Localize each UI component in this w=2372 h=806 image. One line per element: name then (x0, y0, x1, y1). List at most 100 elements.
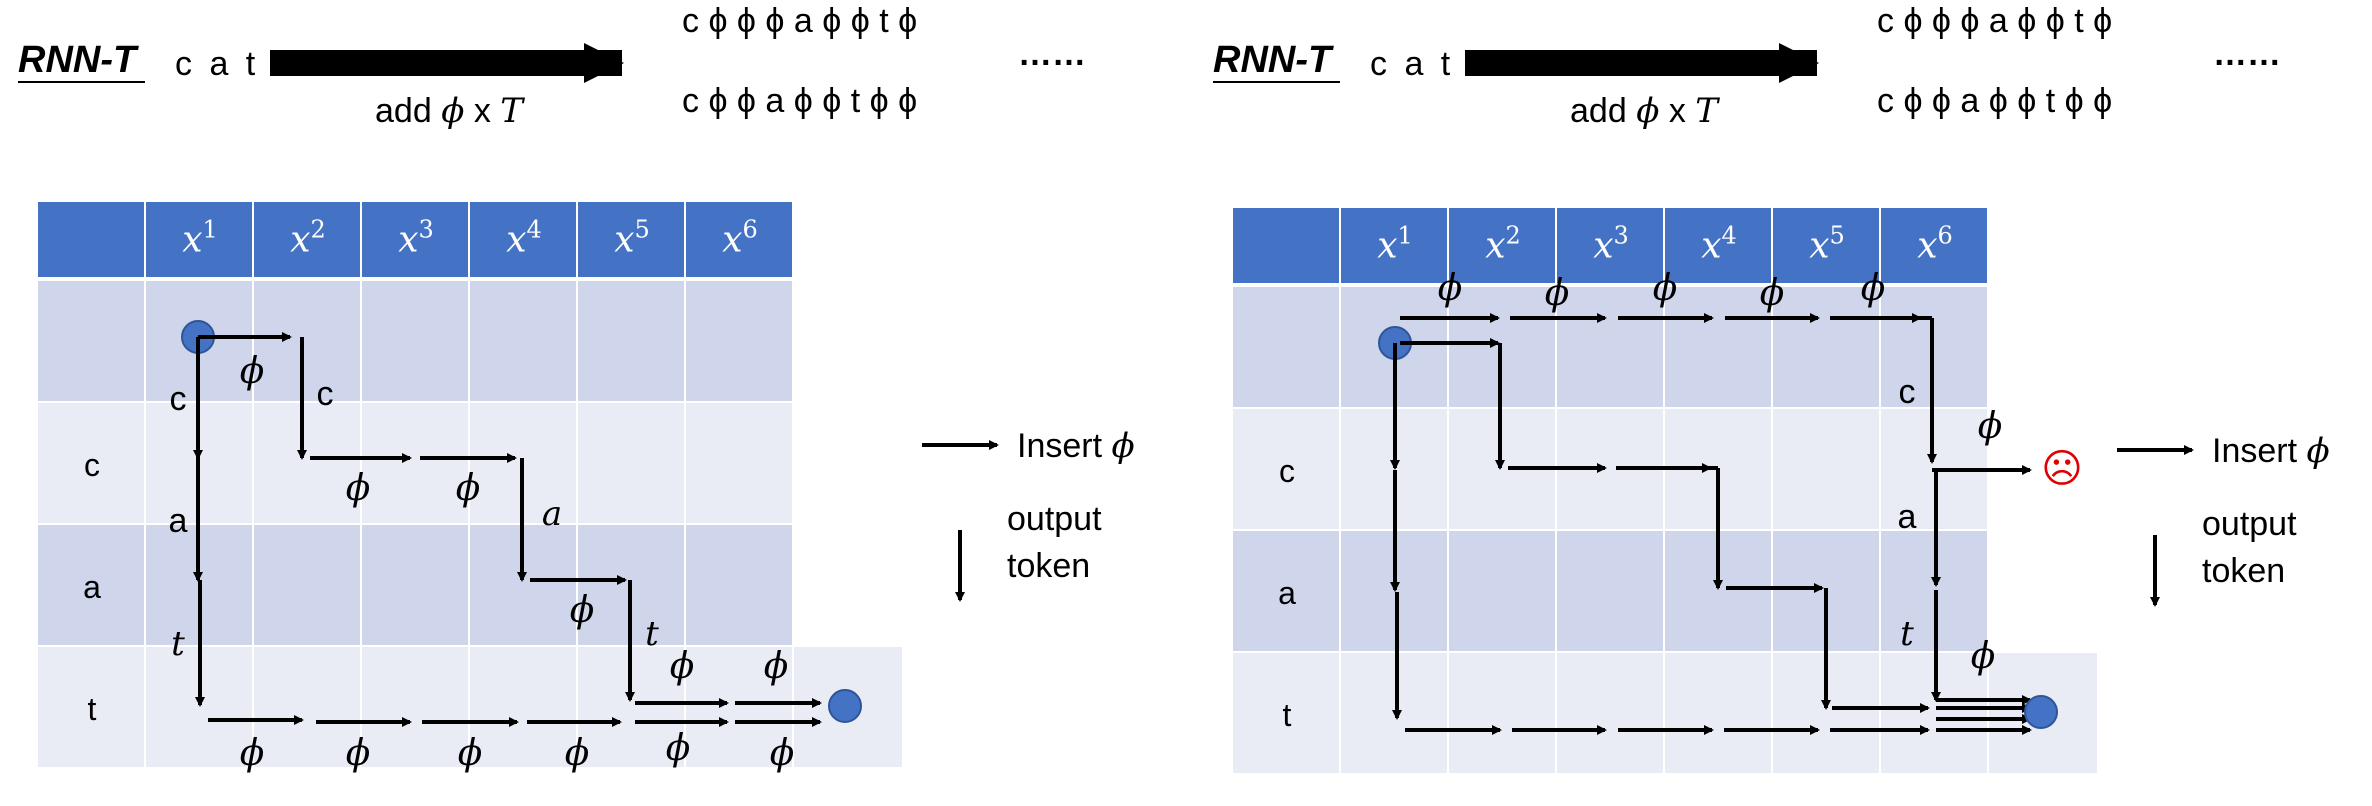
left-token-c-1: c (170, 380, 187, 418)
grid-cell (362, 403, 468, 523)
end-dot-right (2024, 695, 2058, 729)
end-dot-left (828, 689, 862, 723)
row-label-c: c (1279, 453, 1295, 489)
grid-cell (1773, 287, 1879, 407)
grid-cell (1233, 531, 1339, 651)
grid-cell (1773, 409, 1879, 529)
column-header-x2: x2 (1485, 222, 1521, 267)
legend-token-label: token (1007, 547, 1090, 585)
input-text: c a t (1370, 45, 1454, 83)
column-header-cell (1665, 208, 1771, 283)
grid-cell (362, 525, 468, 645)
legend-output-label: output (2202, 505, 2297, 543)
grid-cell (38, 647, 144, 767)
phi-label: ϕ (346, 733, 371, 774)
column-header-cell (1773, 208, 1879, 283)
grid-cell (38, 525, 144, 645)
alignment-sequence-2: c ϕ ϕ a ϕ ϕ t ϕ ϕ (682, 82, 917, 120)
column-header-x4: x4 (1701, 222, 1737, 267)
phi-label: ϕ (1978, 406, 2003, 447)
row-label-c: c (84, 447, 100, 483)
grid-cell (1341, 653, 1447, 773)
column-header-cell (1557, 208, 1663, 283)
grid-cell (470, 647, 576, 767)
alignment-sequence-1: c ϕ ϕ ϕ a ϕ ϕ t ϕ (682, 2, 917, 40)
grid-cell (578, 403, 684, 523)
column-header-cell (470, 202, 576, 277)
row-label-a: a (1278, 575, 1296, 611)
phi-label: ϕ (1760, 273, 1785, 314)
column-header-x1: x1 (1377, 222, 1413, 267)
left-token-t-1: t (171, 624, 185, 664)
phi-label: ϕ (1438, 268, 1463, 309)
right-token-a: a (1898, 498, 1917, 536)
alignment-sequence-2: c ϕ ϕ a ϕ ϕ t ϕ ϕ (1877, 82, 2112, 120)
grid-cell (1557, 287, 1663, 407)
phi-label: ϕ (1653, 268, 1678, 309)
grid-cell (686, 281, 792, 401)
column-header-cell (146, 202, 252, 277)
ellipsis: …… (2213, 35, 2281, 73)
column-header-cell (578, 202, 684, 277)
left-token-a-2: a (542, 494, 562, 534)
grid-cell (1449, 653, 1555, 773)
grid-cell (470, 281, 576, 401)
phi-label: ϕ (1861, 268, 1886, 309)
column-header-x6: x6 (1917, 222, 1953, 267)
column-header-x4: x4 (506, 216, 542, 261)
column-header-cell (254, 202, 360, 277)
input-text: c a t (175, 45, 259, 83)
grid-cell (254, 403, 360, 523)
phi-label: ϕ (770, 733, 795, 774)
grid-cell (1557, 531, 1663, 651)
right-token-t: t (1900, 614, 1914, 654)
grid-cell (1449, 531, 1555, 651)
grid-cell (254, 647, 360, 767)
column-header-cell (1881, 208, 1987, 283)
grid-cell (38, 403, 144, 523)
grid-cell (38, 281, 144, 401)
grid-cell (254, 281, 360, 401)
grid-cell (362, 281, 468, 401)
left-token-a-1: a (169, 502, 188, 540)
legend-insert-label: Insert ϕ (1017, 426, 1135, 466)
grid-cell (686, 647, 792, 767)
grid-cell (254, 525, 360, 645)
column-header-x5: x5 (1809, 222, 1845, 267)
phi-label: ϕ (1545, 273, 1570, 314)
grid-cell (1557, 653, 1663, 773)
legend-output-label: output (1007, 500, 1102, 538)
frown-icon: ☹ (2041, 447, 2083, 491)
phi-label: ϕ (670, 646, 695, 687)
legend-insert-label: Insert ϕ (2212, 431, 2330, 471)
add-phi-label: add ϕ x T (1570, 91, 1720, 131)
column-header-x3: x3 (398, 216, 434, 261)
grid-corner-cell (1233, 208, 1339, 283)
left-token-c-2: c (317, 375, 334, 413)
grid-cell (1233, 287, 1339, 407)
phi-label: ϕ (570, 590, 595, 631)
grid-cell (362, 647, 468, 767)
grid-cell (578, 281, 684, 401)
column-header-x3: x3 (1593, 222, 1629, 267)
alignment-sequence-1: c ϕ ϕ ϕ a ϕ ϕ t ϕ (1877, 2, 2112, 40)
rnnt-title: RNN-T (18, 39, 139, 81)
grid-cell (1233, 409, 1339, 529)
grid-cell (1233, 653, 1339, 773)
phi-label: ϕ (565, 733, 590, 774)
row-label-t: t (1283, 697, 1292, 733)
column-header-cell (1341, 208, 1447, 283)
column-header-cell (362, 202, 468, 277)
column-header-x1: x1 (182, 216, 218, 261)
right-token-c: c (1899, 373, 1916, 411)
rnnt-title: RNN-T (1213, 39, 1334, 81)
column-header-cell (686, 202, 792, 277)
phi-label: ϕ (764, 646, 789, 687)
grid-cell (1665, 653, 1771, 773)
phi-label: ϕ (456, 468, 481, 509)
column-header-x2: x2 (290, 216, 326, 261)
ellipsis: …… (1018, 35, 1086, 73)
legend-token-label: token (2202, 552, 2285, 590)
